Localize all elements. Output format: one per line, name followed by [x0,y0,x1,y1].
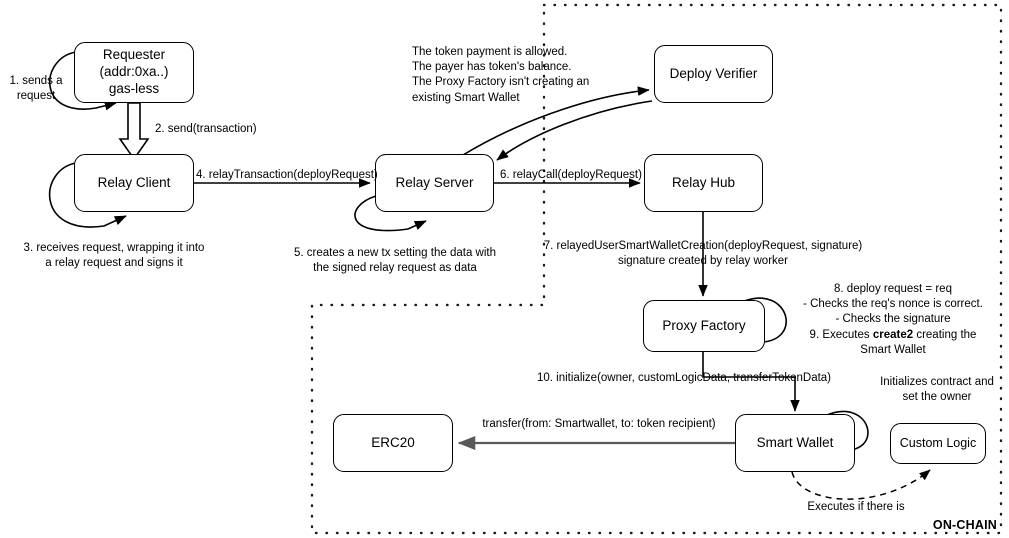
annotation-verifier-checks-line-3: existing Smart Wallet [412,91,520,104]
node-proxy-factory-label: Proxy Factory [662,317,746,333]
label-step2: 2. send(transaction) [155,122,257,137]
node-relay-server[interactable]: Relay Server [375,154,494,212]
node-smart-wallet[interactable]: Smart Wallet [735,414,855,472]
edge-step3 [48,162,127,228]
annotation-create2-keyword: create2 [872,328,914,341]
label-step3-line-1: a relay request and signs it [45,257,183,270]
annotation-verifier-checks-line-1: The payer has token's balance. [412,61,572,74]
node-erc20-label: ERC20 [371,434,415,450]
node-relay-hub[interactable]: Relay Hub [644,154,763,212]
edge-executes-if [791,469,931,500]
node-proxy-factory[interactable]: Proxy Factory [643,300,765,352]
annotation-factory-checks-line-1: - Checks the req's nonce is correct. [803,298,983,311]
label-step1: 1. sends a request [0,74,72,104]
label-step1-line-0: 1. sends a [9,75,63,87]
annotation-factory-checks: 8. deploy request = req - Checks the req… [790,282,996,358]
annotation-factory-checks-line-4: Smart Wallet [860,343,926,356]
label-step3: 3. receives request, wrapping it into a … [0,241,228,271]
annotation-factory-checks-line-3-pre: 9. Executes [809,328,873,341]
label-step6: 6. relayCall(deployRequest) [500,168,642,183]
node-custom-logic[interactable]: Custom Logic [890,423,986,464]
annotation-factory-checks-line-3: 9. Executes create2 creating the [790,328,996,343]
annotation-initializes-line-0: Initializes contract and [880,376,994,388]
node-smart-wallet-label: Smart Wallet [756,434,834,450]
label-step7-line-0: 7. relayedUserSmartWalletCreation(deploy… [543,240,863,252]
node-custom-logic-label: Custom Logic [899,435,977,450]
label-step10: 10. initialize(owner, customLogicData, t… [478,371,890,386]
label-step4: 4. relayTransaction(deployRequest) [196,168,378,183]
edge-step10 [702,352,800,412]
node-erc20[interactable]: ERC20 [333,414,453,472]
label-step5: 5. creates a new tx setting the data wit… [287,246,503,276]
node-relay-server-label: Relay Server [395,174,474,190]
label-step4-line-0: 4. relayTransaction(deployRequest) [196,169,378,181]
edge-step2 [118,102,150,161]
label-step5-line-0: 5. creates a new tx setting the data wit… [293,247,496,259]
label-executes-if-line-0: Executes if there is [807,501,905,513]
label-step5-line-1: the signed relay request as data [313,262,477,275]
edge-step1 [48,51,117,111]
annotation-factory-checks-line-3-post: creating the [913,328,977,341]
annotation-verifier-checks: The token payment is allowed. The payer … [412,45,652,106]
label-step2-line-0: 2. send(transaction) [155,123,257,135]
node-deploy-verifier[interactable]: Deploy Verifier [654,45,773,103]
label-transfer-line-0: transfer(from: Smartwallet, to: token re… [482,418,716,430]
label-step10-line-0: 10. initialize(owner, customLogicData, t… [536,372,832,384]
annotation-factory-checks-line-2: - Checks the signature [835,313,951,326]
on-chain-label: ON-CHAIN [932,518,997,532]
node-relay-hub-label: Relay Hub [671,174,736,190]
annotation-initializes-line-1: set the owner [902,391,972,404]
edge-verifier-request [462,86,653,161]
node-relay-client-label: Relay Client [97,174,171,190]
node-requester-line-1: (addr:0xa..) [99,64,169,80]
label-transfer: transfer(from: Smartwallet, to: token re… [467,417,731,432]
label-executes-if: Executes if there is [776,500,936,515]
node-requester-line-0: Requester [102,47,166,63]
node-requester-line-2: gas-less [108,80,160,96]
node-relay-client[interactable]: Relay Client [74,154,194,212]
node-requester[interactable]: Requester (addr:0xa..) gas-less [74,42,194,103]
label-step7: 7. relayedUserSmartWalletCreation(deploy… [524,239,882,269]
annotation-factory-checks-line-0: 8. deploy request = req [834,283,952,295]
annotation-verifier-checks-line-0: The token payment is allowed. [412,46,568,58]
annotation-verifier-checks-line-2: The Proxy Factory isn't creating an [412,76,590,89]
node-deploy-verifier-label: Deploy Verifier [669,65,758,81]
annotation-initializes: Initializes contract and set the owner [872,375,1002,405]
label-step1-line-1: request [16,90,56,103]
edge-step5 [354,195,427,232]
label-step3-line-0: 3. receives request, wrapping it into [23,242,205,254]
label-step7-line-1: signature created by relay worker [617,255,789,268]
label-step6-line-0: 6. relayCall(deployRequest) [500,169,642,181]
